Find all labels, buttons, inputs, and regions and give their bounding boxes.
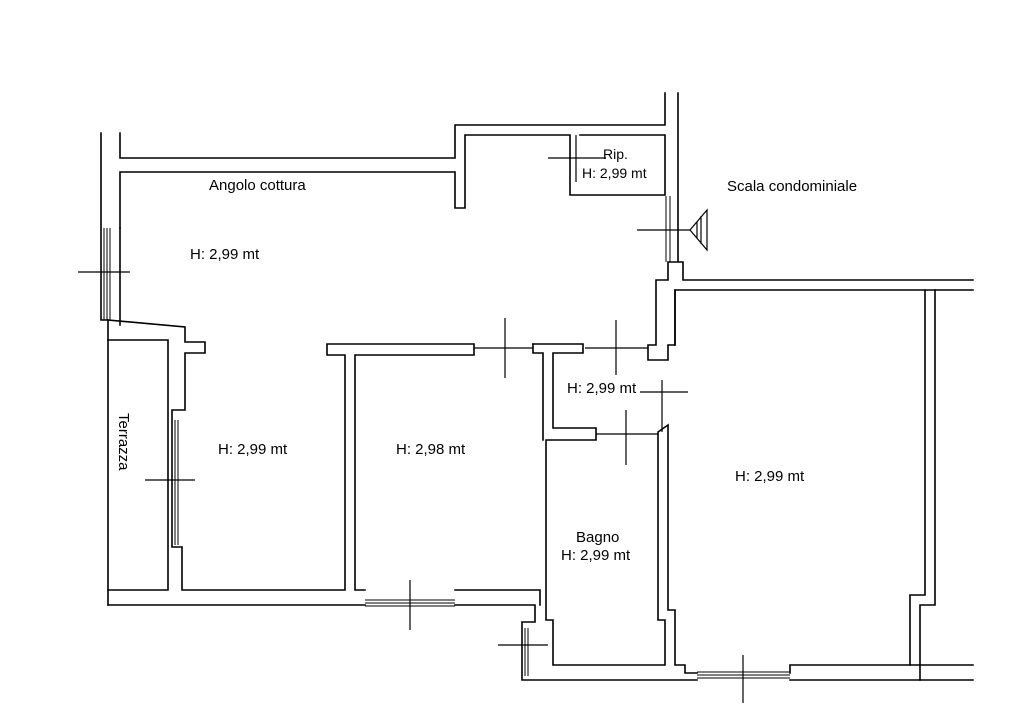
window-bath [524,628,529,676]
label-bagno: Bagno [576,529,619,546]
label-terrazza: Terrazza [115,413,132,471]
top-wall-inner [119,134,666,229]
bath-walls [532,343,698,674]
top-wall [119,92,666,159]
label-room2-height: H: 2,98 mt [396,441,466,458]
door-entry [665,196,671,262]
window-terrace [174,420,179,545]
cross-door-mid [474,318,533,378]
cross-disimpegno [585,320,648,375]
terrace-wall [107,319,475,591]
cross-rip [548,135,606,182]
stair-arrow-icon [689,208,708,252]
label-rip: Rip. [603,146,628,162]
big-room-bottom [789,664,911,674]
label-bagno-height: H: 2,99 mt [561,547,631,564]
label-angolo-cottura: Angolo cottura [209,177,306,194]
cross-bath-door [596,410,658,465]
label-hall-height: H: 2,99 mt [567,380,637,397]
label-room1-height: H: 2,99 mt [218,441,288,458]
door-markers [78,135,744,703]
cross-hall [640,380,688,432]
bath-left [532,343,544,441]
label-room3-height: H: 2,99 mt [735,468,805,485]
label-scala: Scala condominiale [727,178,857,195]
window-left [103,228,111,320]
bottom-wall [107,589,974,681]
left-wall [100,132,121,606]
walls [100,92,974,681]
label-kitchen-height: H: 2,99 mt [190,246,260,263]
big-room-walls [674,289,974,681]
label-rip-height: H: 2,99 mt [582,165,647,181]
terrace-inner [107,339,169,591]
